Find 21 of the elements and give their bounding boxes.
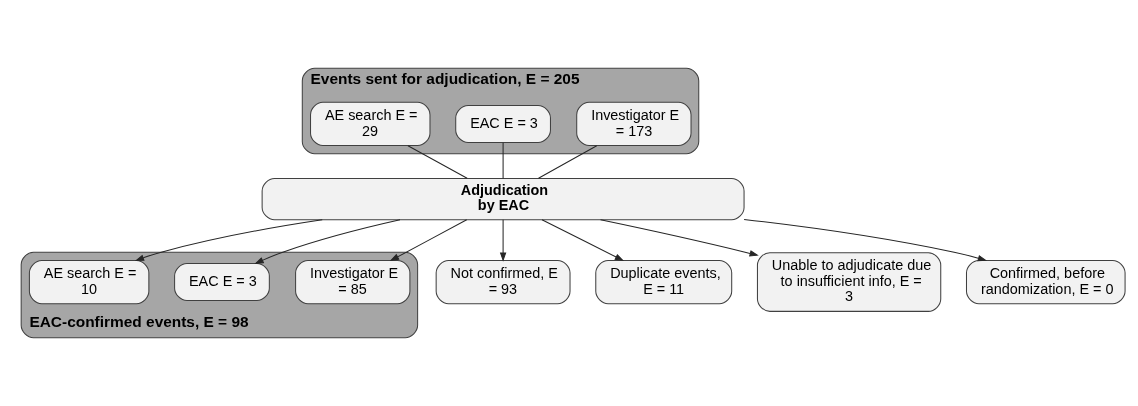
arrow bbox=[743, 218, 988, 262]
node-box: Unable to adjudicate due to insufficient info, E = 3 bbox=[756, 252, 942, 312]
arrow bbox=[499, 219, 507, 262]
arrow bbox=[600, 219, 759, 257]
node-box: Confirmed, before randomization, E = 0 bbox=[965, 259, 1126, 305]
arrow bbox=[254, 219, 401, 265]
node-box: Duplicate events, E = 11 bbox=[595, 259, 733, 305]
node-box: Investigator E = 85 bbox=[295, 259, 411, 305]
node-box: Not confirmed, E = 93 bbox=[435, 259, 571, 305]
node-box: Adjudication by EAC bbox=[261, 178, 745, 221]
connector bbox=[407, 145, 468, 179]
node-box: EAC E = 3 bbox=[174, 263, 270, 302]
node-box: AE search E = 10 bbox=[28, 259, 150, 305]
connector bbox=[538, 145, 598, 179]
node-box: Investigator E = 173 bbox=[576, 101, 692, 147]
arrow bbox=[389, 219, 468, 262]
node-box: EAC E = 3 bbox=[455, 104, 551, 143]
connector bbox=[502, 142, 504, 180]
arrow bbox=[134, 219, 323, 261]
arrow bbox=[541, 219, 625, 262]
node-box: AE search E = 29 bbox=[310, 101, 431, 147]
